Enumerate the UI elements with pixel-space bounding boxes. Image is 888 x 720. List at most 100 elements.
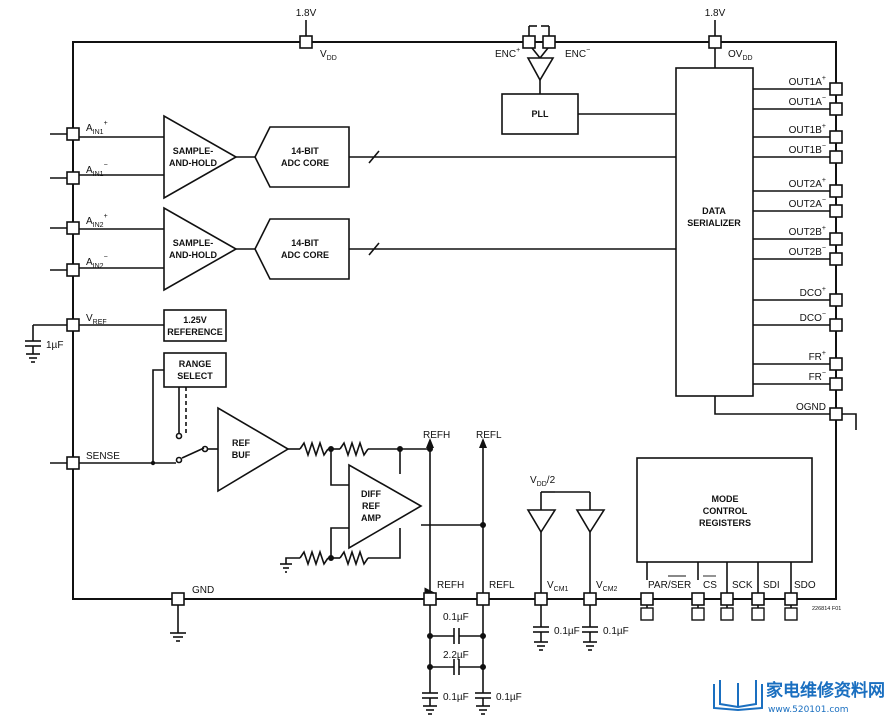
diff-ref-amp bbox=[348, 463, 423, 550]
sdo-pin bbox=[784, 592, 798, 606]
refbuf-label-1: REF bbox=[232, 438, 251, 448]
watermark-url: www.520101.com bbox=[768, 705, 849, 715]
output-pin-7 bbox=[829, 252, 843, 266]
output-label-12: OGND bbox=[796, 402, 826, 413]
sdi-label: SDI bbox=[763, 580, 780, 591]
par-ser-pin bbox=[640, 592, 654, 606]
diffamp-label-3: AMP bbox=[361, 513, 381, 523]
output-label-11: FR− bbox=[809, 370, 826, 383]
ain2p-label: AIN2+ bbox=[86, 213, 108, 229]
serializer-block bbox=[675, 67, 754, 397]
ain1n-pin bbox=[66, 171, 80, 185]
diffamp-label-1: DIFF bbox=[361, 489, 381, 499]
reference-label-1: 1.25V bbox=[183, 315, 207, 325]
diffamp-label-2: REF bbox=[362, 501, 381, 511]
output-pin-6 bbox=[829, 232, 843, 246]
vdd-pin bbox=[299, 35, 313, 49]
ain1n-label: AIN1− bbox=[86, 162, 108, 178]
reference-block bbox=[163, 309, 227, 342]
sh1-label-2: AND-HOLD bbox=[169, 158, 217, 168]
sh1-label-1: SAMPLE- bbox=[173, 146, 214, 156]
sense-pin bbox=[66, 456, 80, 470]
output-pin-12 bbox=[829, 407, 843, 421]
serializer-label-2: SERIALIZER bbox=[687, 218, 741, 228]
output-label-2: OUT1B+ bbox=[789, 123, 826, 136]
refl-pin-label: REFL bbox=[489, 580, 515, 591]
vdd-label: VDD bbox=[320, 49, 337, 62]
figure-id: 226814 F01 bbox=[812, 606, 841, 612]
output-pin-5 bbox=[829, 204, 843, 218]
vdd-half-label: VDD/2 bbox=[530, 475, 556, 488]
ain2n-pin bbox=[66, 263, 80, 277]
output-label-6: OUT2B+ bbox=[789, 225, 826, 238]
vref-pin bbox=[66, 318, 80, 332]
output-label-4: OUT2A+ bbox=[789, 177, 826, 190]
output-pin-4 bbox=[829, 184, 843, 198]
sh2-label-2: AND-HOLD bbox=[169, 250, 217, 260]
output-label-9: DCO− bbox=[800, 311, 826, 324]
vref-label: VREF bbox=[86, 313, 107, 326]
sdo-label: SDO bbox=[794, 580, 816, 591]
output-pin-8 bbox=[829, 293, 843, 307]
refbuf-label-2: BUF bbox=[232, 450, 251, 460]
refl-pin bbox=[476, 592, 490, 606]
ref-cap-top-label: 0.1µF bbox=[443, 612, 469, 623]
sck-label: SCK bbox=[732, 580, 753, 591]
vref-cap-label: 1µF bbox=[46, 340, 63, 351]
pll-label: PLL bbox=[532, 109, 550, 119]
sample-hold-1 bbox=[163, 114, 238, 200]
sense-label: SENSE bbox=[86, 451, 120, 462]
par-ser-label: PAR/SER bbox=[648, 580, 691, 591]
sh2-label-1: SAMPLE- bbox=[173, 238, 214, 248]
enc-pos-label: ENC+ bbox=[495, 47, 520, 60]
ref-cap-mid-label: 2.2µF bbox=[443, 650, 469, 661]
enc-neg-label: ENC− bbox=[565, 47, 590, 60]
enc-pos-pin bbox=[522, 35, 536, 49]
vcm1-pin bbox=[534, 592, 548, 606]
vcm1-label: VCM1 bbox=[547, 580, 569, 593]
watermark-cn: 家电维修资料网 bbox=[766, 680, 885, 701]
watermark: 家电维修资料网 www.520101.com bbox=[713, 680, 885, 715]
output-label-1: OUT1A− bbox=[789, 95, 826, 108]
vcm2-cap-label: 0.1µF bbox=[603, 626, 629, 637]
vdd-voltage: 1.8V bbox=[296, 8, 317, 19]
serializer-label-1: DATA bbox=[702, 206, 726, 216]
adc1-label-2: ADC CORE bbox=[281, 158, 329, 168]
output-pin-9 bbox=[829, 318, 843, 332]
ref-cap-right-label: 0.1µF bbox=[496, 692, 522, 703]
output-pin-1 bbox=[829, 102, 843, 116]
refl-top-label: REFL bbox=[476, 430, 502, 441]
output-pin-2 bbox=[829, 130, 843, 144]
ref-cap-left-label: 0.1µF bbox=[443, 692, 469, 703]
ain1p-pin bbox=[66, 127, 80, 141]
cs-label: CS bbox=[703, 580, 717, 591]
adc2-label-2: ADC CORE bbox=[281, 250, 329, 260]
ovdd-pin bbox=[708, 35, 722, 49]
output-label-10: FR+ bbox=[809, 350, 826, 363]
vcm1-buffer bbox=[526, 509, 557, 534]
ain1p-label: AIN1+ bbox=[86, 120, 108, 136]
vcm2-label: VCM2 bbox=[596, 580, 618, 593]
adc-core-1 bbox=[254, 126, 350, 188]
sample-hold-2 bbox=[163, 206, 238, 292]
sdi-pin bbox=[751, 592, 765, 606]
enc-neg-pin bbox=[542, 35, 556, 49]
mode-label-2: CONTROL bbox=[703, 506, 748, 516]
vcm2-pin bbox=[583, 592, 597, 606]
cs-pin bbox=[691, 592, 705, 606]
ovdd-label: OVDD bbox=[728, 49, 753, 62]
refh-pin bbox=[423, 592, 437, 606]
ovdd-voltage: 1.8V bbox=[705, 8, 726, 19]
reference-label-2: REFERENCE bbox=[167, 327, 223, 337]
adc-core-2 bbox=[254, 218, 350, 280]
output-pin-3 bbox=[829, 150, 843, 164]
gnd-label: GND bbox=[192, 585, 214, 596]
ain2n-label: AIN2− bbox=[86, 254, 108, 270]
range-label-1: RANGE bbox=[179, 359, 212, 369]
vcm1-cap-label: 0.1µF bbox=[554, 626, 580, 637]
ref-buf bbox=[217, 406, 290, 493]
mode-control-block bbox=[636, 457, 813, 563]
output-label-0: OUT1A+ bbox=[789, 75, 826, 88]
output-label-5: OUT2A− bbox=[789, 197, 826, 210]
